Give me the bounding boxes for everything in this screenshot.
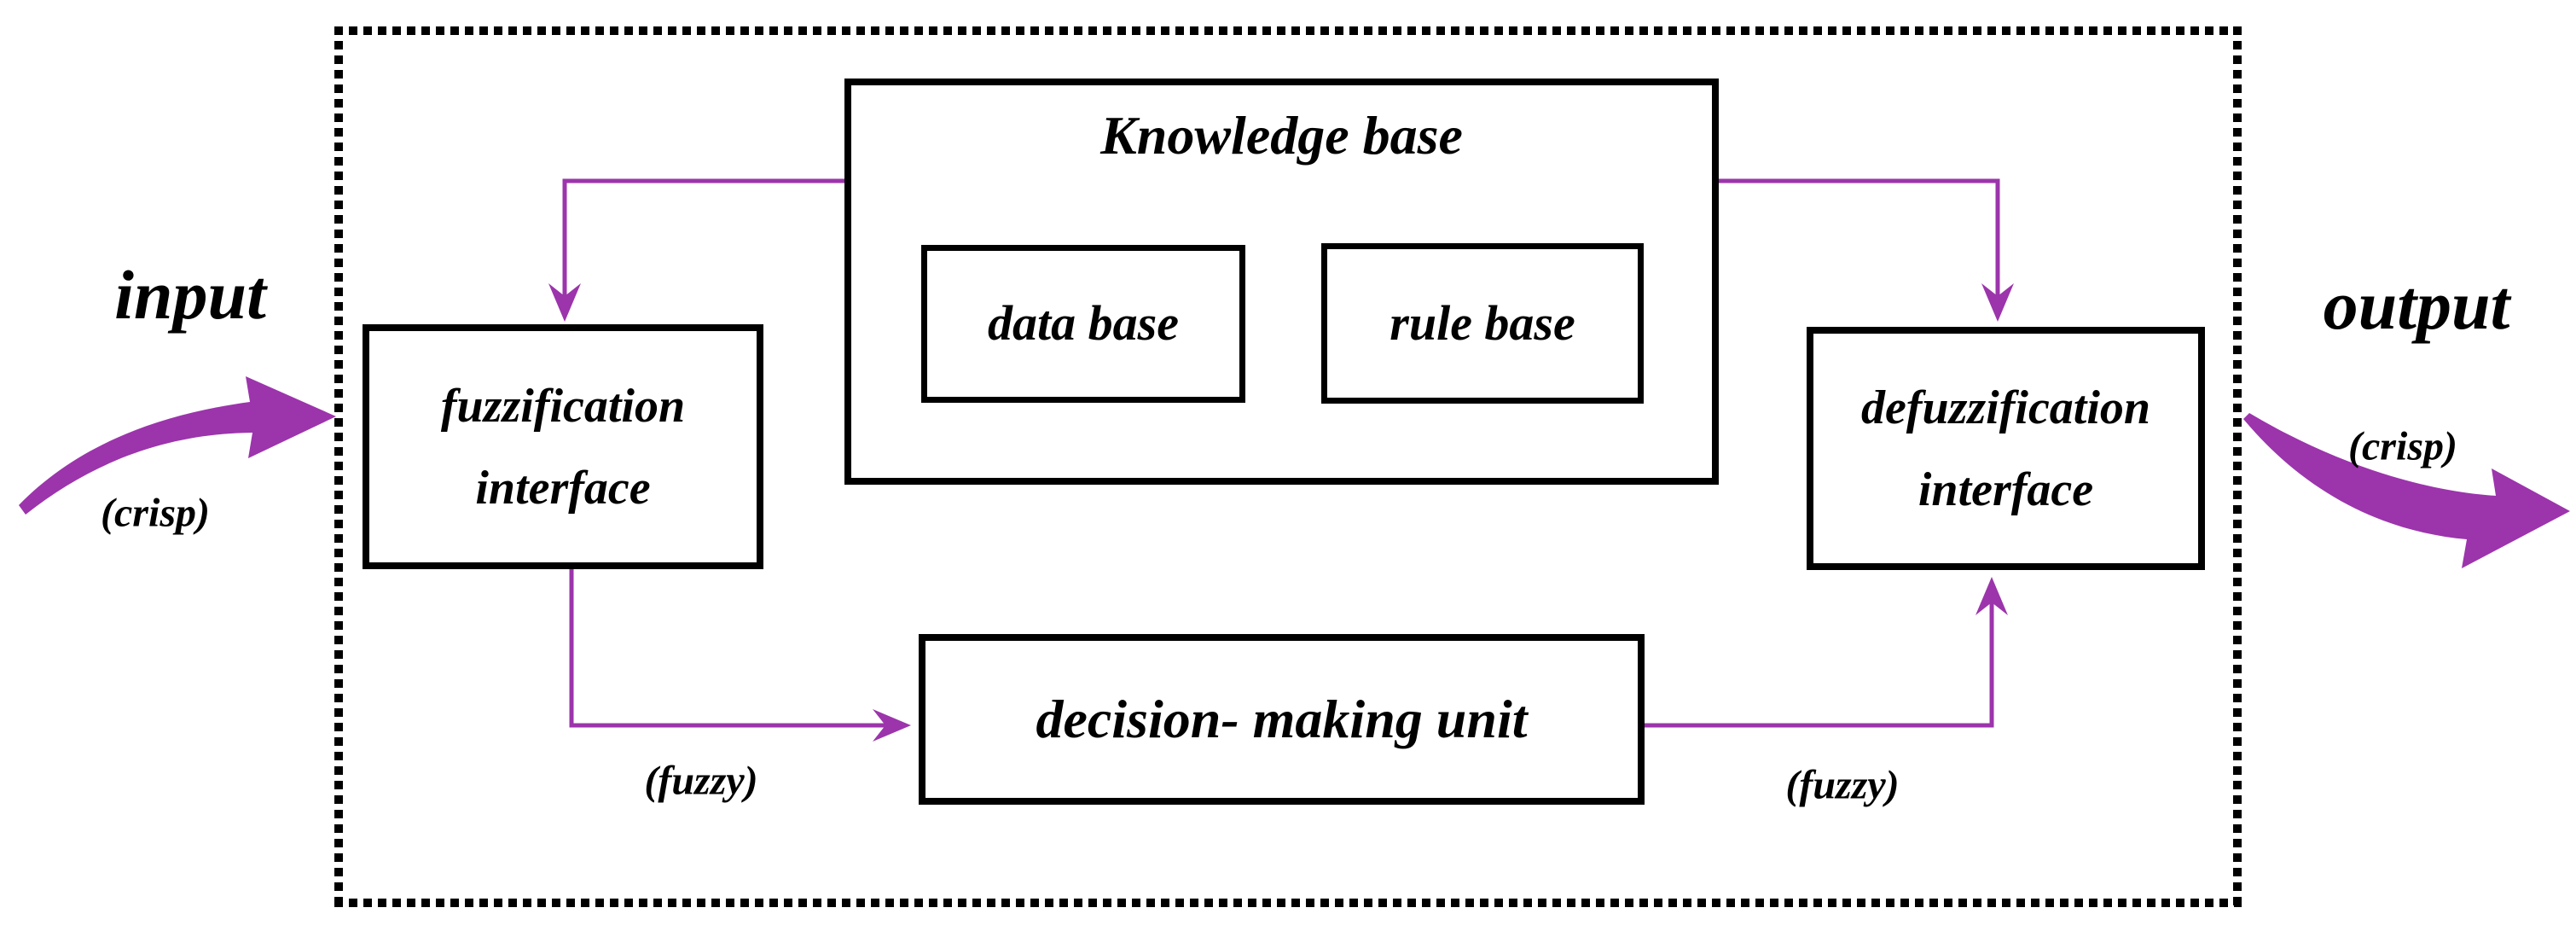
arrow-kb-to-defuzzification-line <box>1719 178 2000 299</box>
fuzzification-label-line2: interface <box>475 461 651 515</box>
defuzzification-interface-box: defuzzification interface <box>1807 327 2205 570</box>
boundary-edge-left <box>334 26 343 907</box>
rule-base-label: rule base <box>1390 294 1575 351</box>
arrow-kb-to-fuzzification-line <box>562 178 844 299</box>
fuzzification-interface-box: fuzzification interface <box>363 324 763 569</box>
decision-making-unit-label: decision- making unit <box>1036 689 1528 750</box>
rule-base-box: rule base <box>1321 243 1644 404</box>
defuzzification-label-line2: interface <box>1917 463 2094 516</box>
arrow-decision-to-defuzzification-line <box>1645 601 1994 728</box>
fuzzification-label-line1: fuzzification <box>440 379 686 433</box>
arrow-fuzzification-to-decision-head <box>873 709 911 742</box>
arrow-kb-to-fuzzification-head <box>548 283 581 322</box>
data-base-label: data base <box>988 295 1179 352</box>
arrow-kb-to-defuzzification-head <box>1981 283 2014 322</box>
fuzzy-label-right: (fuzzy) <box>1785 762 1900 808</box>
defuzzification-label-line1: defuzzification <box>1860 381 2151 434</box>
boundary-edge-top <box>334 26 2242 35</box>
knowledge-base-title: Knowledge base <box>1100 105 1463 166</box>
output-crisp-label: (crisp) <box>2348 423 2457 469</box>
data-base-box: data base <box>921 245 1245 403</box>
input-label: input <box>114 256 266 334</box>
boundary-edge-bottom <box>334 899 2242 907</box>
fuzzy-label-left: (fuzzy) <box>644 758 758 804</box>
decision-making-unit-box: decision- making unit <box>919 634 1645 805</box>
output-label: output <box>2323 266 2510 344</box>
input-crisp-label: (crisp) <box>101 490 210 536</box>
boundary-edge-right <box>2233 26 2242 907</box>
arrow-fuzzification-to-decision-line <box>569 569 887 728</box>
arrow-decision-to-defuzzification-head <box>1976 577 2008 615</box>
